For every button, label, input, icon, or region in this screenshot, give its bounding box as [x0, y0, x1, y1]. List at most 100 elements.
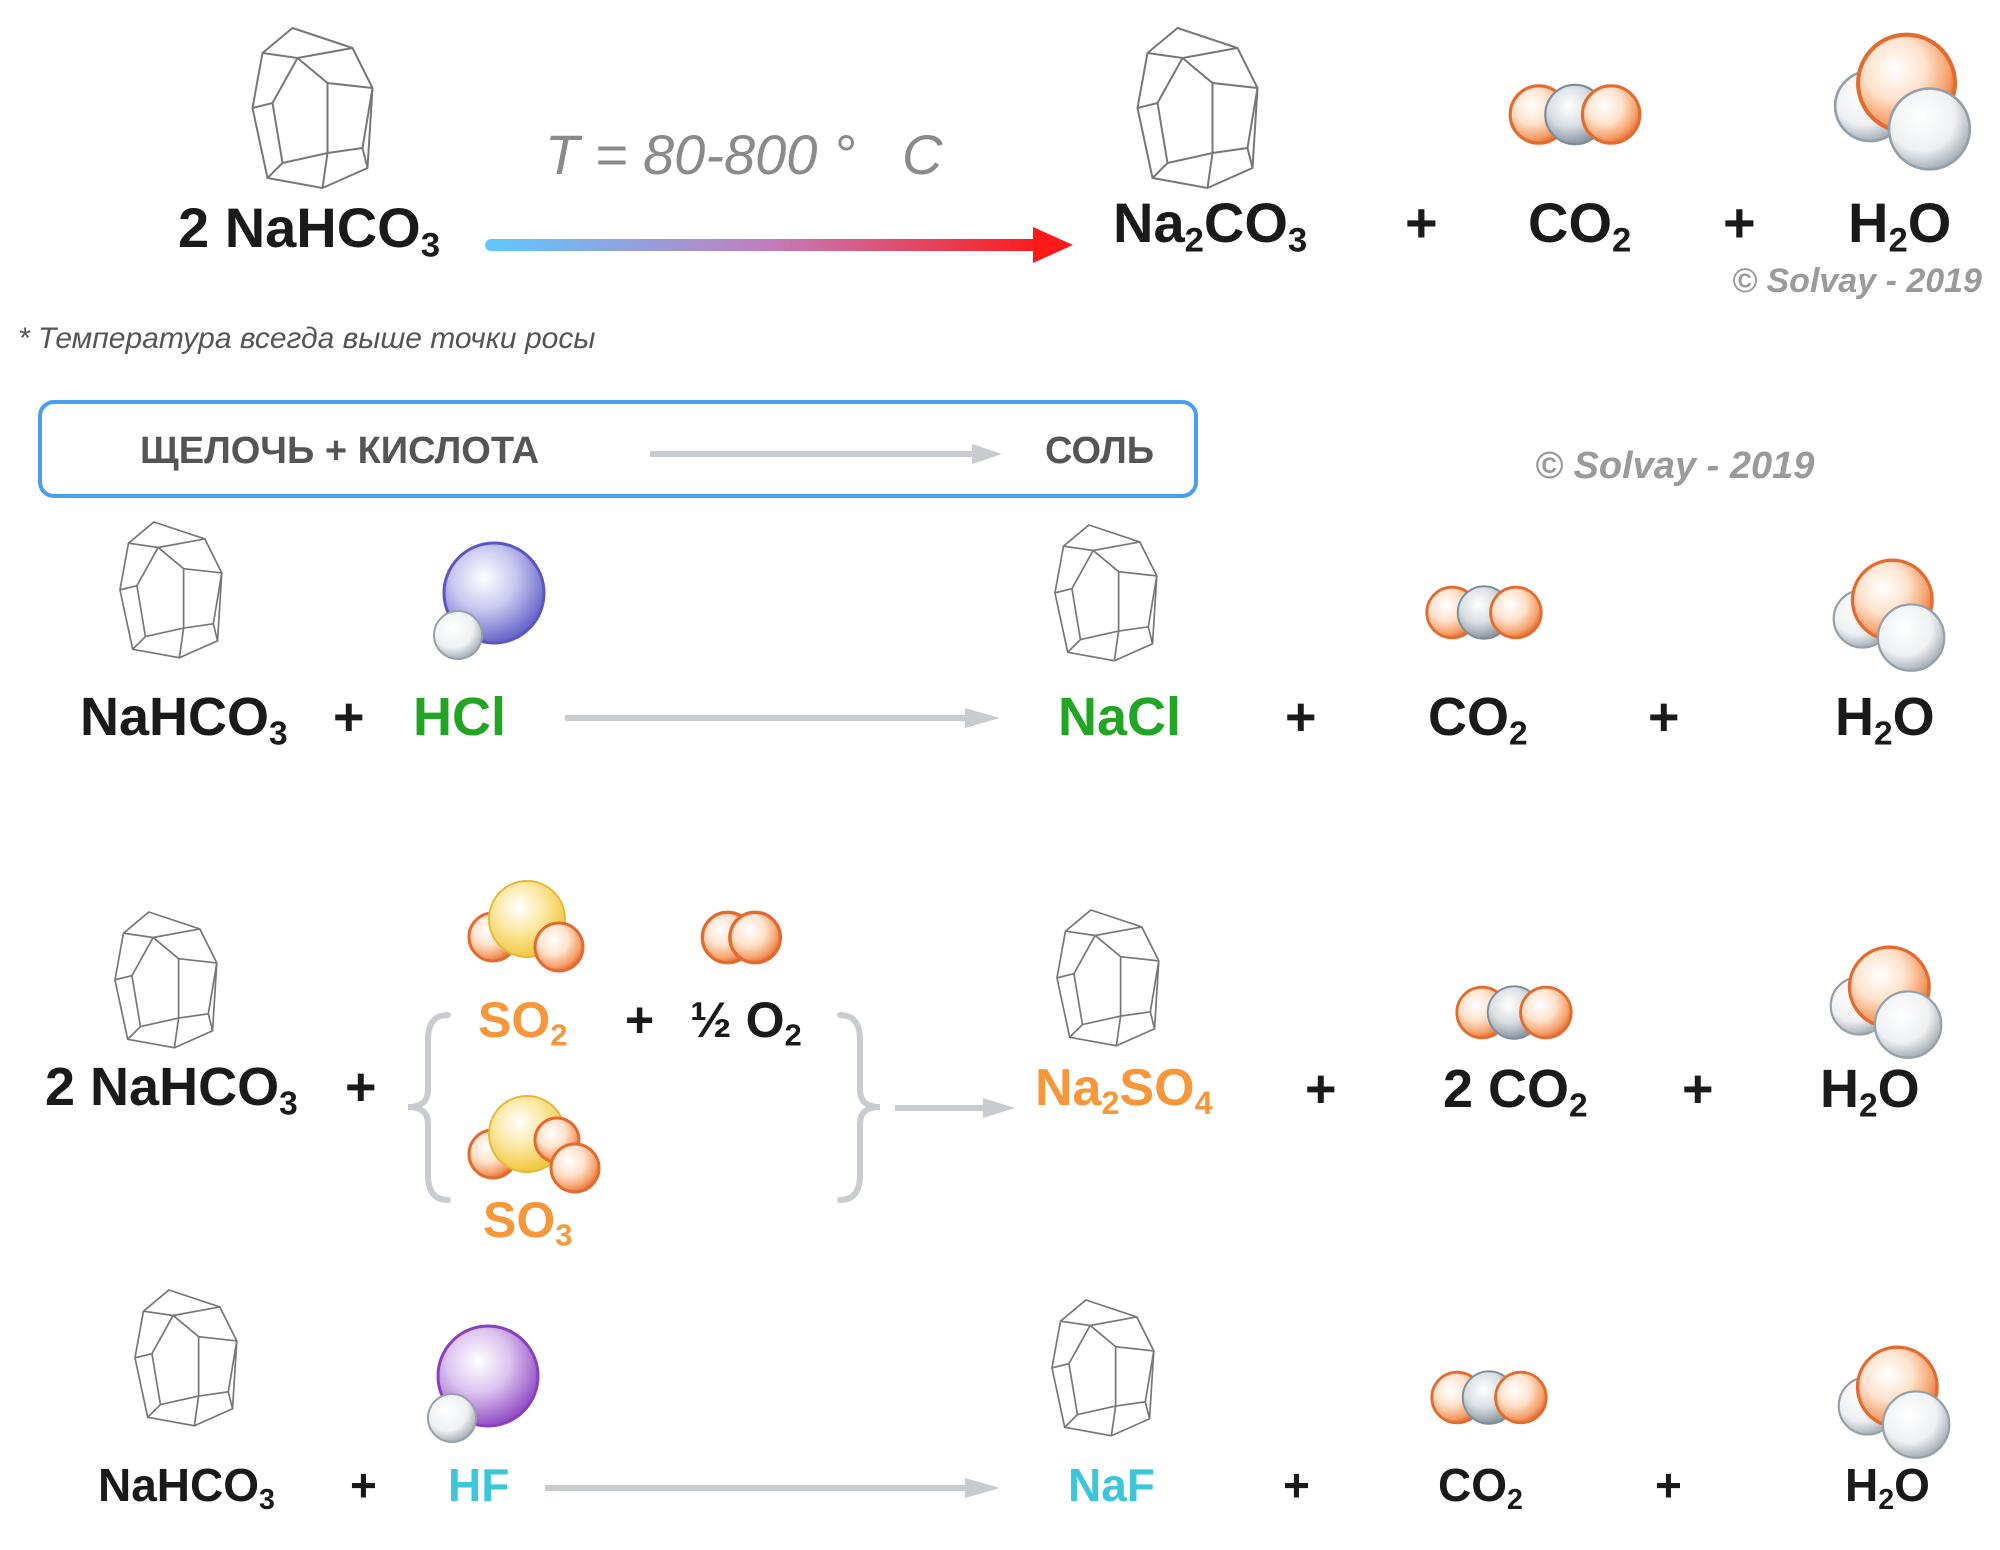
salt-nacl: NaCl	[1058, 687, 1182, 747]
formula-subscript: 2	[1859, 1087, 1878, 1125]
formula-base: NaHCO	[90, 1057, 280, 1117]
product-co2: CO2	[1428, 687, 1528, 751]
reactant-nahco3: NaHCO3	[98, 1459, 275, 1514]
h2o-molecule-icon	[1830, 32, 1975, 172]
formula-base: Na	[1113, 191, 1185, 254]
coefficient: 2	[178, 196, 225, 259]
acid-hf: HF	[448, 1459, 510, 1511]
formula-subscript: 2	[1874, 715, 1893, 753]
formula-base: H	[1835, 687, 1874, 747]
crystal-icon	[251, 27, 374, 189]
formula-subscript: 3	[259, 1483, 275, 1516]
formula-base: O	[1877, 1059, 1920, 1119]
product-h2o: H2O	[1845, 1459, 1930, 1514]
formula-base: H	[1848, 191, 1889, 254]
formula-subscript: 2	[1507, 1483, 1523, 1516]
plus-sign: +	[1655, 1459, 1682, 1511]
coefficient: 2	[45, 1057, 91, 1117]
co2-molecule-icon	[1508, 83, 1642, 146]
formula-base: NaHCO	[98, 1459, 260, 1511]
formula-base: O	[745, 992, 785, 1048]
crystal-icon	[1056, 909, 1160, 1047]
footnote: * Температура всегда выше точки росы	[18, 322, 596, 355]
formula-subscript: 2	[1612, 221, 1632, 260]
plus-sign: +	[1283, 1459, 1310, 1511]
formula-subscript: 2	[1878, 1483, 1895, 1516]
o2: ½ O2	[690, 992, 802, 1051]
product-h2o: H2O	[1848, 195, 1951, 259]
co2-molecule-icon	[1425, 584, 1543, 641]
co2-molecule-icon	[1430, 1369, 1548, 1426]
formula-subscript: 2	[1101, 1085, 1120, 1122]
crystal-icon	[134, 1289, 238, 1427]
formula-subscript: 3	[279, 1085, 298, 1123]
product-co2: 2 CO2	[1443, 1059, 1588, 1123]
header-reactants-label: ЩЕЛОЧЬ + КИСЛОТА	[140, 430, 540, 472]
crystal-icon	[114, 911, 218, 1049]
plus-sign: +	[1405, 191, 1438, 254]
formula-base: H	[1845, 1459, 1879, 1511]
formula-base: CO	[1428, 687, 1509, 747]
formula-base: SO	[478, 992, 551, 1048]
formula-base: SO	[1119, 1059, 1195, 1117]
formula-subscript: 2	[1509, 715, 1528, 753]
reactant-nahco3: 2 NaHCO3	[178, 200, 440, 264]
fraction: ½	[690, 992, 746, 1048]
so3-molecule-icon	[467, 1095, 601, 1194]
hcl-molecule-icon	[433, 541, 546, 660]
reaction-arrow	[895, 1098, 1015, 1118]
formula-base: O	[1907, 191, 1952, 254]
plus-sign: +	[345, 1057, 377, 1117]
formula-base: O	[1894, 1459, 1930, 1511]
header-product-label: СОЛЬ	[1045, 430, 1155, 472]
formula-subscript: 3	[269, 715, 288, 753]
left-brace	[407, 1012, 451, 1203]
formula-subscript: 3	[555, 1217, 573, 1253]
h2o-molecule-icon	[1832, 558, 1946, 673]
copyright-label: © Solvay - 2019	[1732, 262, 1982, 300]
salt-naf: NaF	[1068, 1459, 1155, 1511]
crystal-icon	[1136, 27, 1259, 189]
formula-subscript: 2	[784, 1017, 802, 1053]
plus-sign: +	[1682, 1059, 1714, 1119]
heating-arrow	[485, 227, 1073, 263]
product-h2o: H2O	[1820, 1059, 1920, 1123]
product-co2: CO2	[1438, 1462, 1523, 1514]
formula-subscript: 2	[550, 1017, 568, 1053]
copyright-label: © Solvay - 2019	[1535, 445, 1815, 487]
h2o-molecule-icon	[1837, 1345, 1951, 1460]
product-h2o: H2O	[1835, 687, 1935, 751]
product-na2co3: Na2CO3	[1113, 195, 1307, 259]
formula-subscript: 2	[1569, 1087, 1588, 1125]
reaction-arrow	[545, 1478, 1000, 1498]
header-arrow	[650, 444, 1002, 464]
plus-sign: +	[1723, 191, 1756, 254]
so2-molecule-icon	[467, 880, 585, 973]
h2o-molecule-icon	[1829, 945, 1943, 1060]
reaction-condition: T = 80-800 ° C	[545, 123, 943, 186]
plus-sign: +	[333, 687, 365, 747]
co2-molecule-icon	[1455, 984, 1573, 1041]
formula-base: CO	[1203, 191, 1288, 254]
formula-base: CO	[1488, 1059, 1570, 1119]
formula-subscript: 3	[1287, 221, 1308, 260]
so3: SO3	[483, 1192, 573, 1251]
formula-base: NaHCO	[224, 196, 421, 259]
formula-base: NaHCO	[80, 687, 270, 747]
plus-sign: +	[1648, 687, 1680, 747]
formula-subscript: 4	[1194, 1085, 1213, 1122]
crystal-icon	[1054, 524, 1158, 662]
salt-na2so4: Na2SO4	[1035, 1059, 1213, 1119]
hf-molecule-icon	[427, 1324, 540, 1443]
formula-base: CO	[1528, 191, 1612, 254]
formula-base: Na	[1035, 1059, 1102, 1117]
formula-base: SO	[483, 1192, 556, 1248]
product-co2: CO2	[1528, 195, 1631, 259]
plus-sign: +	[350, 1459, 377, 1511]
o2-molecule-icon	[700, 910, 783, 965]
crystal-icon	[119, 521, 223, 659]
formula-base: H	[1820, 1059, 1859, 1119]
reaction-arrow	[565, 708, 1000, 728]
right-brace	[837, 1012, 881, 1203]
so2: SO2	[478, 992, 568, 1051]
